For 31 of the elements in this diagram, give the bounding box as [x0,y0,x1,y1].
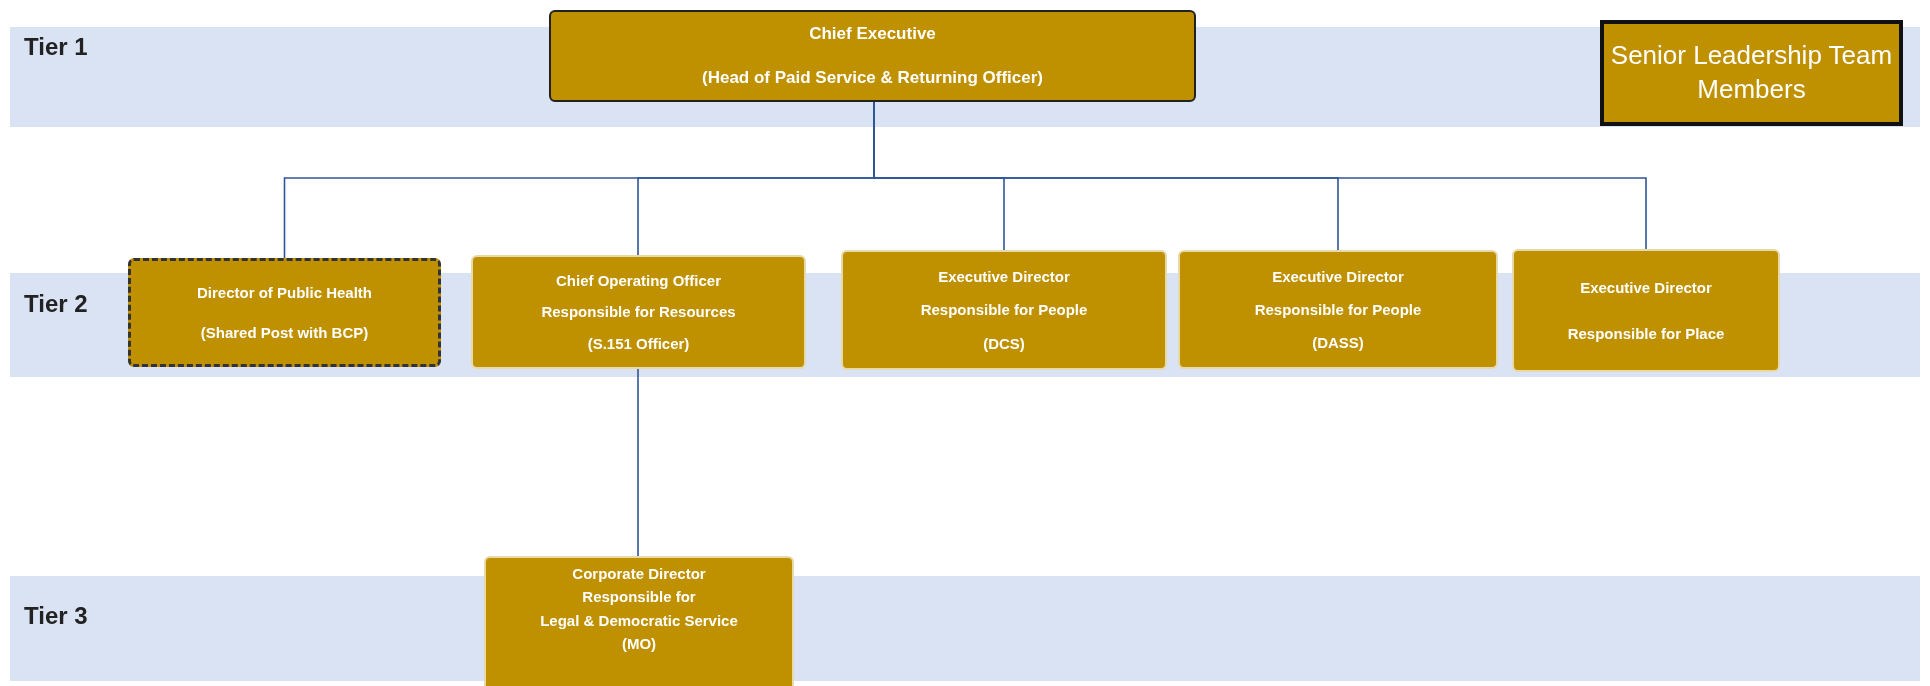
role-text: (DASS) [1312,333,1364,352]
role-text: Responsible for Place [1567,324,1725,342]
role-text: Responsible for Resources [541,303,736,321]
tier-label: Tier 1 [24,33,88,61]
connector-line [637,368,639,557]
role-text: Chief Operating Officer [556,271,721,289]
role-text: Responsible for People [920,301,1088,319]
role-text: Legal & Democratic Service [540,611,738,629]
role-box [549,10,1196,102]
role-text: Chief Executive [809,24,936,44]
role-text: (MO) [621,634,657,652]
role-box [1512,249,1780,372]
role-text: Executive Director [1272,267,1404,286]
tier-label: Tier 3 [24,602,88,630]
role-box [1178,250,1498,369]
role-box [841,250,1167,370]
role-text: (DCS) [983,334,1025,352]
role-box [471,255,806,369]
role-text: (Head of Paid Service & Returning Officer) [702,68,1043,88]
legend-text: Senior Leadership Team Members [1609,39,1894,106]
role-box [484,556,794,686]
role-box [128,258,441,367]
role-text: Executive Director [938,268,1070,286]
role-text: Responsible for People [1254,300,1422,319]
role-text: (S.151 Officer) [587,335,690,353]
role-text: Responsible for [582,588,696,606]
role-text: (Shared Post with BCP) [200,323,369,342]
role-text: Director of Public Health [197,283,372,302]
role-text: Executive Director [1580,279,1712,297]
role-text: Corporate Director [572,565,706,583]
tier-label: Tier 2 [24,290,88,318]
